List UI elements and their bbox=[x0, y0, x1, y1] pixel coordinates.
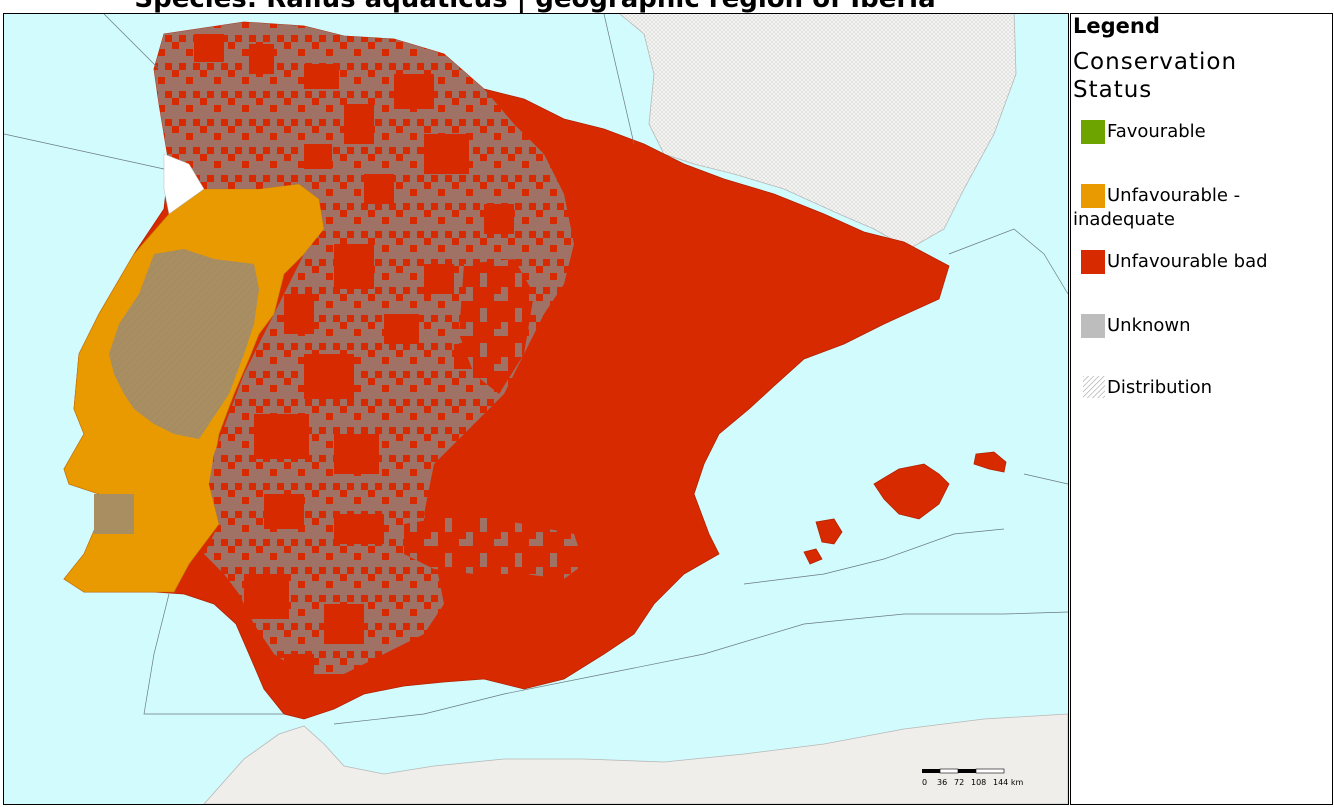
legend-label: Unknown bbox=[1107, 315, 1191, 336]
scale-tick-3: 108 bbox=[971, 778, 986, 787]
legend-panel: Legend Conservation Status Favourable Un… bbox=[1070, 13, 1333, 805]
portugal-unknown-patch bbox=[94, 494, 134, 534]
legend-subtitle: Conservation Status bbox=[1073, 49, 1238, 103]
map-panel[interactable]: 0 36 72 108 144 km bbox=[3, 13, 1069, 805]
legend-swatch-unknown bbox=[1081, 314, 1105, 338]
red-cells bbox=[194, 34, 514, 684]
legend-swatch-distribution bbox=[1083, 376, 1105, 398]
marine-boundaries bbox=[4, 14, 1068, 725]
legend-label-line2: inadequate bbox=[1073, 209, 1175, 230]
menorca-island bbox=[973, 451, 1007, 473]
north-africa-land bbox=[203, 713, 1068, 804]
legend-label: Unfavourable bad bbox=[1107, 251, 1268, 272]
legend-swatch-bad bbox=[1081, 250, 1105, 274]
legend-label: Favourable bbox=[1107, 121, 1206, 142]
legend-swatch-inadequate bbox=[1081, 184, 1105, 208]
legend-title: Legend bbox=[1073, 14, 1160, 38]
ibiza-island bbox=[815, 518, 843, 545]
legend-item-inadequate-line2: inadequate bbox=[1073, 208, 1175, 231]
distribution-hatch bbox=[109, 249, 259, 439]
non-region-strip bbox=[163, 153, 205, 215]
nw-spain-unknown bbox=[154, 22, 574, 674]
east-central-unknown bbox=[459, 259, 534, 394]
scale-tick-1: 36 bbox=[937, 778, 947, 787]
map-title: Species: Rallus aquaticus | geographic r… bbox=[0, 0, 1070, 14]
legend-swatch-favourable bbox=[1081, 120, 1105, 144]
scale-tick-2: 72 bbox=[954, 778, 964, 787]
mallorca-island bbox=[873, 463, 950, 520]
scale-bar: 0 36 72 108 144 km bbox=[922, 768, 1023, 787]
formentera-island bbox=[803, 548, 823, 565]
south-spain-unknown bbox=[404, 514, 584, 579]
map-canvas[interactable]: 0 36 72 108 144 km bbox=[4, 14, 1068, 804]
scale-tick-4: 144 km bbox=[993, 778, 1023, 787]
legend-label: Distribution bbox=[1107, 377, 1213, 398]
scale-tick-0: 0 bbox=[922, 778, 927, 787]
france-land bbox=[619, 14, 1017, 250]
legend-label: Unfavourable - bbox=[1107, 185, 1241, 206]
